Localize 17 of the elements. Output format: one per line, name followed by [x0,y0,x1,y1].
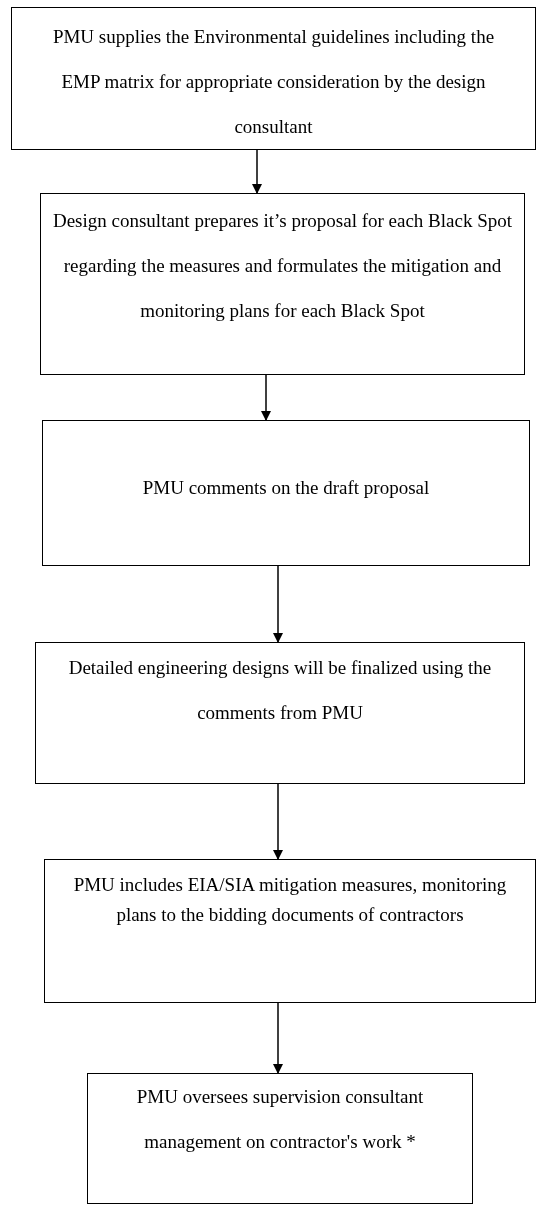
process-box [35,642,525,784]
arrow [261,374,271,421]
process-box [11,7,536,150]
step-text: PMU supplies the Environmental guidelines including the EMP matrix for appropriate consideration by the design consultant [51,25,496,139]
arrow [252,149,262,194]
process-box [42,420,530,566]
process-box [87,1073,473,1204]
step-text: Design consultant prepares it’s proposal for each Black Spot regarding the measures and formulates the mitigation and monitoring plans for each Black Spot [51,209,514,323]
step-text: PMU oversees supervision consultant management on contractor's work * [135,1085,425,1154]
arrow [273,783,283,860]
step-text: Detailed engineering designs will be finalized using the comments from PMU [67,656,493,725]
arrow [273,565,283,643]
process-box [44,859,536,1003]
arrow [273,1002,283,1074]
process-box [40,193,525,375]
step-text: PMU includes EIA/SIA mitigation measures, monitoring plans to the bidding documents of contractors [72,873,508,927]
step-text: PMU comments on the draft proposal [141,476,431,500]
